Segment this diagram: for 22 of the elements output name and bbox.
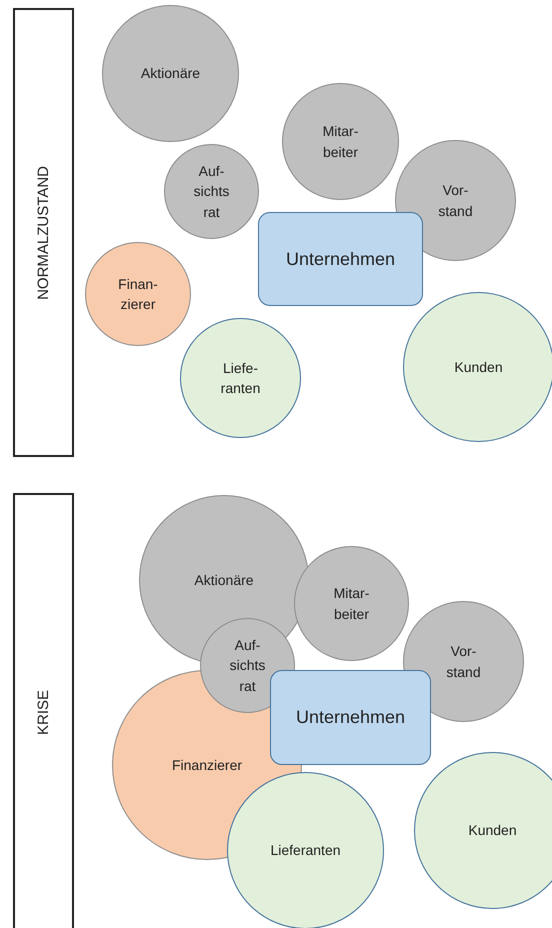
- node-label: Auf- sichts rat: [230, 636, 266, 696]
- panel-label-box: [13, 493, 74, 928]
- node-label: Liefe- ranten: [220, 358, 260, 398]
- node-label: Lieferanten: [270, 841, 341, 860]
- panel-label-box: [13, 8, 74, 457]
- node-label: Mitar- beiter: [334, 584, 370, 624]
- node-label: Aktionäre: [194, 570, 254, 590]
- node-label: Finanzierer: [172, 756, 242, 775]
- node-label: Vor- stand: [446, 642, 481, 682]
- node-label: Vor- stand: [438, 181, 473, 220]
- panel-title: NORMALZUSTAND: [34, 166, 53, 300]
- panel-title: KRISE: [34, 690, 53, 736]
- node-label: Finan- zierer: [118, 274, 158, 314]
- node-label: Kunden: [454, 358, 503, 377]
- node-label: Mitar- beiter: [322, 122, 358, 162]
- node-label: Unternehmen: [296, 706, 406, 730]
- node-label: Unternehmen: [286, 248, 396, 271]
- company-box: [270, 670, 431, 765]
- company-box: [258, 212, 423, 306]
- node-label: Auf- sichts rat: [194, 162, 230, 222]
- node-label: Aktionäre: [140, 64, 200, 84]
- node-label: Kunden: [468, 821, 517, 840]
